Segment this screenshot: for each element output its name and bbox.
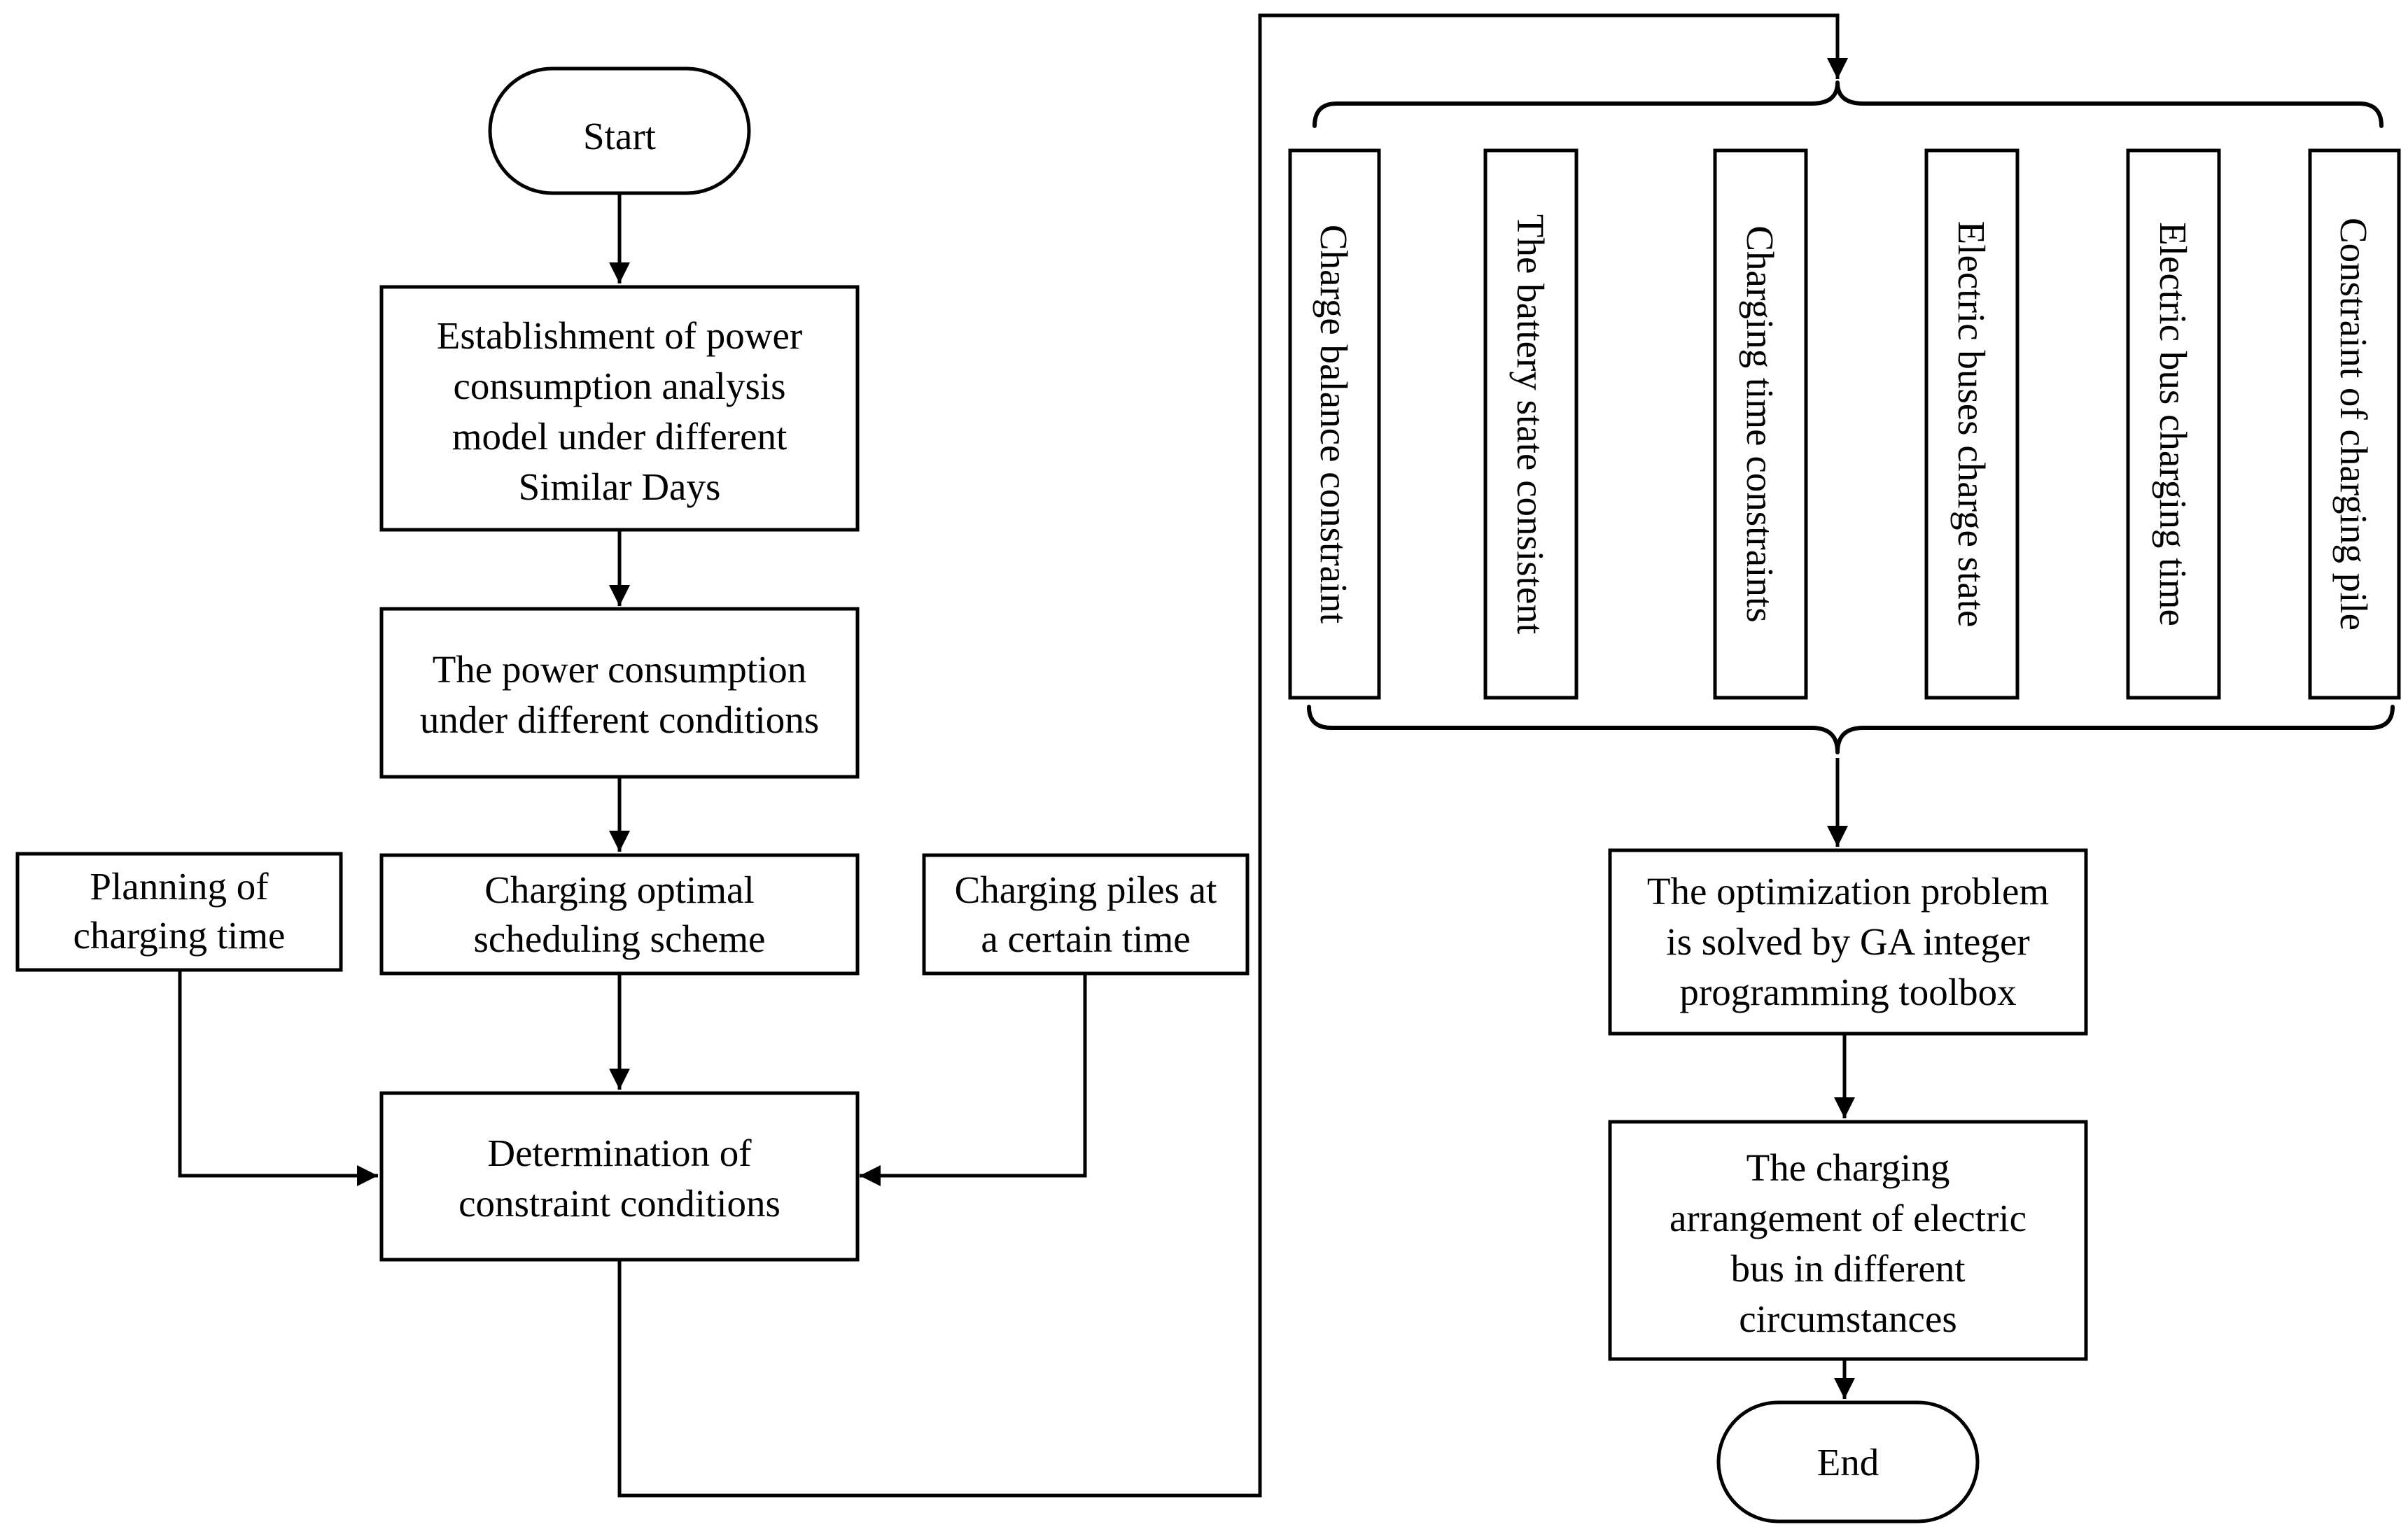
ga-solve-line-1: The optimization problem — [1647, 870, 2049, 913]
power-consumption-line-1: The power consumption — [433, 648, 807, 691]
establish-model-line-4: Similar Days — [519, 465, 721, 508]
node-scheduling: Charging optimal scheduling scheme — [379, 853, 860, 976]
end-label: End — [1817, 1441, 1879, 1484]
constraint-box-5: Electric bus charging time — [2126, 148, 2221, 700]
constraint-box-1-label: Charge balance constraint — [1312, 225, 1355, 624]
top-brace — [1312, 80, 2384, 128]
constraint-box-4-label: Electric buses charge state — [1950, 221, 1993, 628]
node-start: Start — [488, 66, 751, 195]
constraints-line-1: Determination of — [487, 1132, 752, 1174]
node-constraints: Determination of constraint conditions — [379, 1091, 860, 1262]
node-arrangement: The charging arrangement of electric bus… — [1608, 1120, 2088, 1361]
start-label: Start — [583, 115, 656, 157]
constraint-box-2-label: The battery state consistent — [1509, 214, 1552, 634]
ga-solve-line-2: is solved by GA integer — [1666, 920, 2029, 963]
arrangement-line-2: arrangement of electric — [1670, 1197, 2026, 1239]
bottom-brace — [1307, 705, 2395, 754]
establish-model-line-3: model under different — [452, 415, 788, 458]
constraints-line-2: constraint conditions — [458, 1182, 780, 1225]
constraint-box-6: Constraint of charging pile — [2308, 148, 2401, 700]
connectors — [178, 13, 1855, 1498]
node-ga-solve: The optimization problem is solved by GA… — [1608, 848, 2088, 1036]
connector-constraints-to-top-brace — [617, 13, 1848, 1498]
node-power-consumption: The power consumption under different co… — [379, 607, 860, 779]
arrow-piles-to-constraints — [860, 973, 1087, 1186]
scheduling-line-2: scheduling scheme — [474, 917, 766, 960]
arrangement-line-3: bus in different — [1730, 1247, 1965, 1290]
arrow-planning-to-constraints — [178, 970, 378, 1186]
power-consumption-line-2: under different conditions — [420, 698, 819, 741]
arrangement-line-1: The charging — [1746, 1146, 1950, 1189]
establish-model-line-1: Establishment of power — [437, 314, 802, 357]
constraint-box-5-label: Electric bus charging time — [2152, 222, 2194, 626]
establish-model-line-2: consumption analysis — [453, 365, 785, 407]
node-establish-model: Establishment of power consumption analy… — [379, 285, 860, 532]
charging-piles-line-1: Charging piles at — [955, 868, 1217, 911]
node-charging-piles: Charging piles at a certain time — [922, 853, 1250, 976]
scheduling-line-1: Charging optimal — [484, 868, 754, 911]
constraint-box-1: Charge balance constraint — [1288, 148, 1381, 700]
planning-time-line-1: Planning of — [90, 865, 269, 908]
arrangement-line-4: circumstances — [1739, 1297, 1957, 1340]
constraint-box-3: Charging time constraints — [1713, 148, 1808, 700]
constraint-box-2: The battery state consistent — [1483, 148, 1578, 700]
charging-piles-line-2: a certain time — [981, 917, 1190, 960]
ga-solve-line-3: programming toolbox — [1679, 971, 2016, 1013]
constraint-box-6-label: Constraint of charging pile — [2332, 218, 2375, 631]
constraint-box-4: Electric buses charge state — [1924, 148, 2019, 700]
node-planning-time: Planning of charging time — [15, 852, 343, 972]
node-end: End — [1716, 1400, 1980, 1524]
planning-time-line-2: charging time — [74, 914, 286, 957]
constraint-box-3-label: Charging time constraints — [1739, 225, 1782, 622]
